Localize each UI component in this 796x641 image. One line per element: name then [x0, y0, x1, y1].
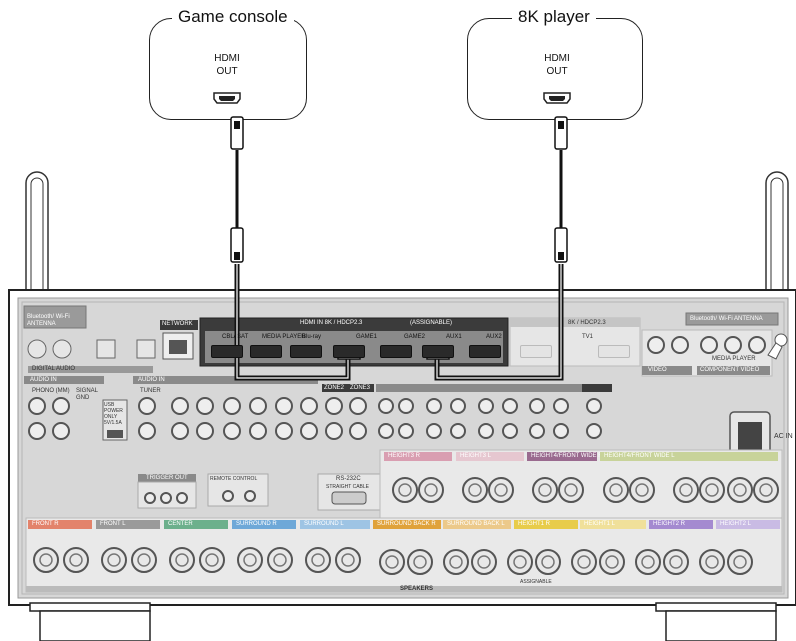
assignable-label: ASSIGNABLE: [520, 579, 552, 585]
ac-in-label: AC IN: [774, 433, 793, 440]
media-player-label: MEDIA PLAYER: [712, 356, 756, 362]
hdmi-in-3-label: Blu-ray: [302, 334, 321, 340]
hdmi-out-tv1-port[interactable]: [520, 345, 552, 358]
receiver-foot-right: [656, 603, 776, 641]
speaker-band-front-r: FRONT R: [28, 520, 92, 529]
speaker-band-height3-r: HEIGHT3 R: [384, 452, 452, 461]
video-label: VIDEO: [648, 367, 667, 373]
speaker-band-height1-r: HEIGHT1 R: [514, 520, 578, 529]
phono-label: PHONO (MM): [32, 388, 70, 394]
hdmi-in-7-label: AUX2: [486, 334, 502, 340]
speaker-band-height2-r: HEIGHT2 R: [649, 520, 713, 529]
hdmi-in-1-label: CBL/ SAT: [222, 334, 248, 340]
hdmi-in-7-port[interactable]: [469, 345, 501, 358]
hdmi-out-port-icon: [214, 93, 240, 103]
antenna-right-label: Bluetooth/ Wi-Fi ANTENNA: [690, 316, 763, 322]
hdmi-in-5-port[interactable]: [380, 345, 412, 358]
speaker-band-height3-l: HEIGHT3 L: [456, 452, 524, 461]
hdmi-out-port-icon: [544, 93, 570, 103]
network-label: NETWORK: [162, 321, 193, 327]
speaker-band-surround-back-r: SURROUND BACK R: [373, 520, 441, 529]
usb-label: USB POWER ONLY 5V/1.5A: [104, 402, 128, 426]
hdmi-in-2-port[interactable]: [250, 345, 282, 358]
hdmi-header-assignable: (ASSIGNABLE): [410, 320, 452, 326]
hdmi-in-1-port[interactable]: [211, 345, 243, 358]
signal-gnd-label: SIGNAL GND: [76, 388, 98, 402]
hdmi-in-6-port[interactable]: [422, 345, 454, 358]
hdmi-in-5-label: GAME2: [404, 334, 425, 340]
speaker-band-height2-l: HEIGHT2 L: [716, 520, 780, 529]
hdmi-in-2-label: MEDIA PLAYER: [262, 334, 306, 340]
audio-in-right-label: AUDIO IN: [138, 377, 165, 383]
speaker-terminal-group-bottom: [34, 548, 752, 574]
hdmi-in-4-port[interactable]: [333, 345, 365, 358]
speaker-band-height4-l: HEIGHT4/FRONT WIDE L: [600, 452, 778, 461]
hdmi-header-right: 8K / HDCP2.3: [568, 320, 606, 326]
speaker-band-center: CENTER: [164, 520, 228, 529]
audio-in-left-label: AUDIO IN: [30, 377, 57, 383]
hdmi-in-3-port[interactable]: [290, 345, 322, 358]
speaker-band-height4-r: HEIGHT4/FRONT WIDE R: [527, 452, 597, 461]
speaker-band-surround-r: SURROUND R: [232, 520, 296, 529]
trigger-out-label: TRIGGER OUT: [146, 475, 188, 481]
antenna-left-label: Bluetooth/ Wi-Fi ANTENNA: [27, 314, 83, 328]
hdmi-out-tv2-port[interactable]: [598, 345, 630, 358]
speaker-band-height1-l: HEIGHT1 L: [580, 520, 646, 529]
hdmi-in-6-label: AUX1: [446, 334, 462, 340]
component-video-label: COMPONENT VIDEO: [700, 367, 759, 373]
hdmi-out-label: TV1: [582, 334, 593, 340]
digital-audio-label: DIGITAL AUDIO: [32, 366, 75, 372]
zone3-label: ZONE3: [350, 385, 370, 391]
speaker-band-front-l: FRONT L: [96, 520, 160, 529]
zone2-label: ZONE2: [324, 385, 344, 391]
hdmi-in-4-label: GAME1: [356, 334, 377, 340]
hdmi-header: HDMI IN 8K / HDCP2.3: [300, 320, 362, 326]
rs232c-label: RS-232C: [336, 476, 361, 482]
speaker-band-surround-l: SURROUND L: [300, 520, 370, 529]
speakers-label: SPEAKERS: [400, 586, 433, 592]
receiver-foot-left: [30, 603, 150, 641]
straight-cable-label: STRAIGHT CABLE: [326, 484, 369, 490]
remote-control-label: REMOTE CONTROL: [210, 476, 257, 482]
speaker-band-surround-back-l: SURROUND BACK L: [443, 520, 511, 529]
tuner-label: TUNER: [140, 388, 161, 394]
